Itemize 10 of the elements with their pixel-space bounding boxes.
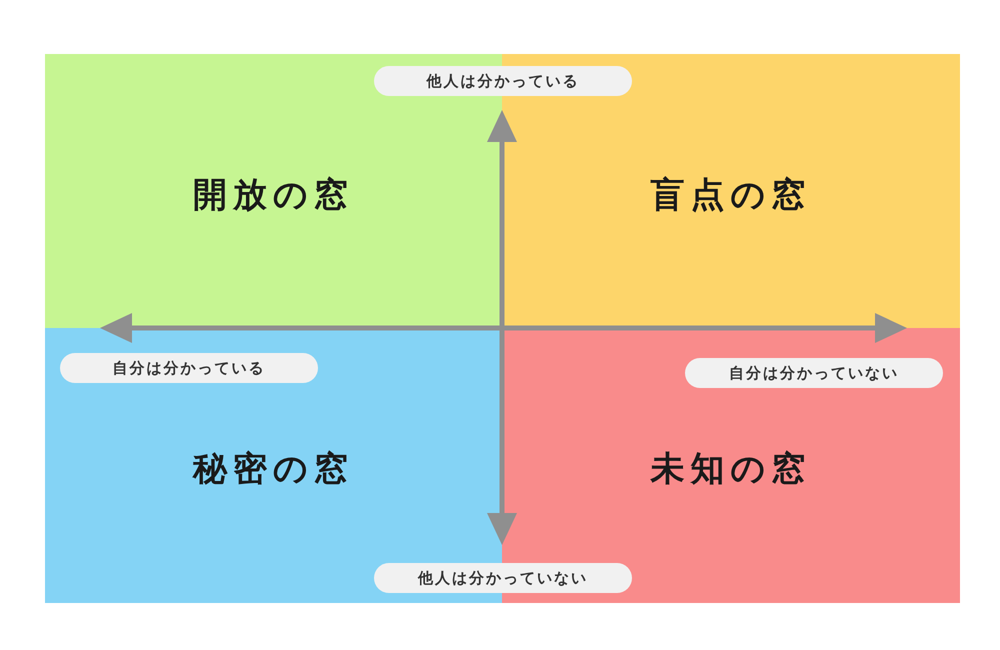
axis-label: 自分は分かっていない [685, 358, 943, 388]
quadrant-title: 盲点の窓 [650, 174, 812, 217]
quadrant-title: 未知の窓 [649, 448, 812, 491]
quadrant-title: 秘密の窓 [191, 448, 355, 491]
axis-label: 他人は分かっている [374, 66, 632, 96]
quadrant-panel [502, 328, 960, 603]
axis-label: 自分は分かっている [60, 353, 318, 383]
axis-label: 他人は分かっていない [374, 563, 632, 593]
quadrant-panel [45, 328, 502, 603]
quadrant-title: 開放の窓 [192, 174, 355, 217]
